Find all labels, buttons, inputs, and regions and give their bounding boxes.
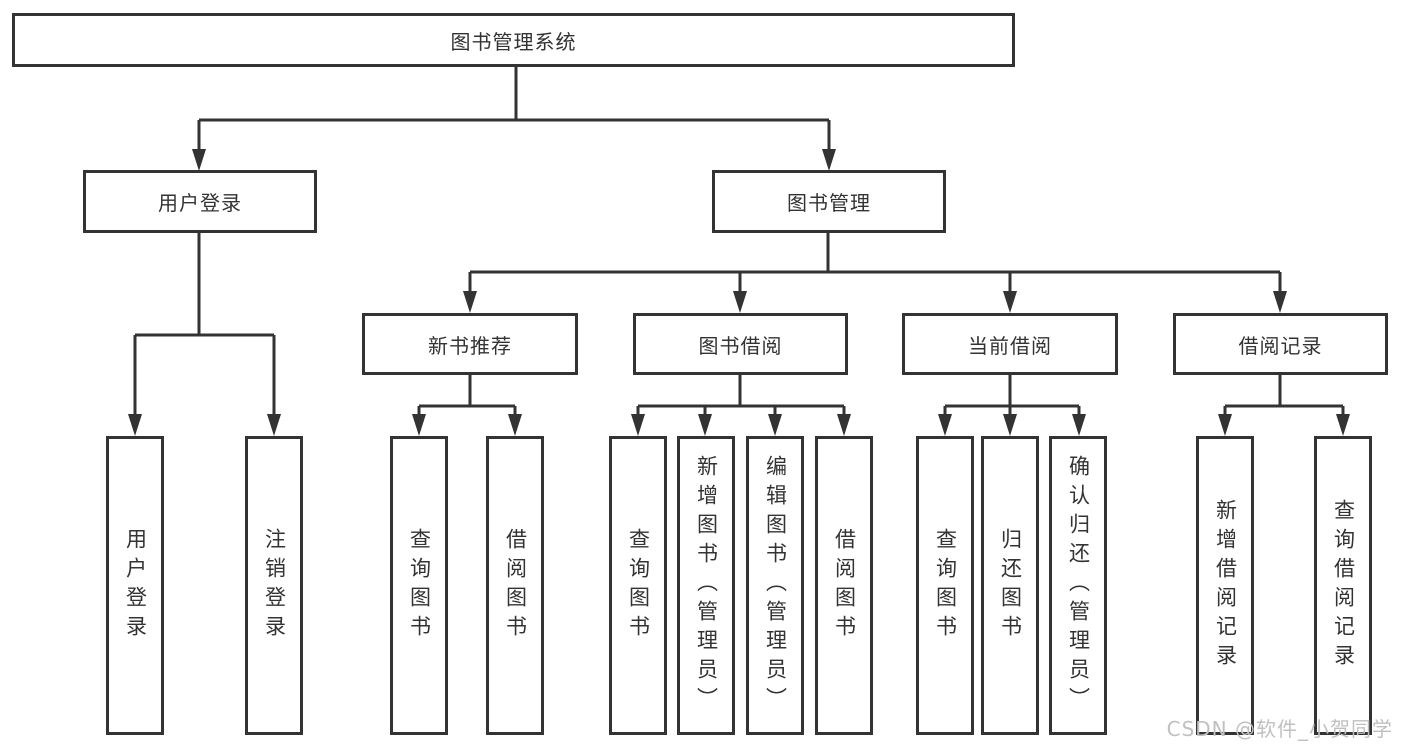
node-current-borrow-label: 当前借阅 [968, 333, 1052, 358]
node-book-management-label: 图书管理 [787, 191, 871, 215]
arrowhead-leaf-nb1 [412, 414, 426, 436]
arrowhead-leaf-bb3 [768, 414, 782, 436]
arrowhead-leaf-bb1 [631, 414, 645, 436]
node-user-login-label: 用户登录 [158, 191, 242, 215]
leaf-add-book-admin: 新增图书（管理员） [677, 436, 735, 735]
leaf-borrow-book-label: 借阅图书 [832, 527, 857, 644]
node-book-borrow: 图书借阅 [633, 313, 848, 375]
arrowhead-leaf-cb2 [1003, 414, 1017, 436]
leaf-logout-label: 注销登录 [262, 527, 287, 644]
leaf-user-login: 用户登录 [106, 436, 164, 735]
leaf-return-book: 归还图书 [981, 436, 1039, 735]
arrowhead-book-mgmt [822, 149, 836, 171]
leaf-return-book-label: 归还图书 [998, 527, 1023, 644]
node-book-borrow-label: 图书借阅 [698, 333, 783, 358]
leaf-query-book-borrow: 查询图书 [609, 436, 667, 735]
arrowhead-leaf-logout [267, 414, 281, 436]
arrowhead-leaf-login [128, 414, 142, 436]
arrowhead-leaf-cb3 [1072, 414, 1086, 436]
leaf-confirm-return-admin-label: 确认归还（管理员） [1066, 455, 1091, 716]
leaf-borrow-book: 借阅图书 [815, 436, 873, 735]
node-root-system: 图书管理系统 [12, 13, 1015, 67]
arrowhead-leaf-br1 [1218, 414, 1232, 436]
arrowhead-borrow [733, 291, 747, 313]
leaf-query-book-current: 查询图书 [916, 436, 974, 735]
leaf-query-book-current-label: 查询图书 [933, 527, 958, 644]
leaf-query-borrow-record: 查询借阅记录 [1314, 436, 1372, 735]
leaf-edit-book-admin-label: 编辑图书（管理员） [763, 455, 788, 716]
leaf-confirm-return-admin: 确认归还（管理员） [1049, 436, 1107, 735]
leaf-add-borrow-record: 新增借阅记录 [1196, 436, 1254, 735]
leaf-logout: 注销登录 [245, 436, 303, 735]
leaf-user-login-label: 用户登录 [123, 527, 148, 644]
arrowhead-current [1003, 291, 1017, 313]
arrowhead-new-book [463, 291, 477, 313]
node-current-borrow: 当前借阅 [902, 313, 1118, 375]
arrowhead-leaf-bb2 [698, 414, 712, 436]
node-book-management: 图书管理 [712, 170, 946, 233]
leaf-borrow-book-newrec-label: 借阅图书 [503, 527, 528, 644]
arrowheads [128, 149, 1350, 436]
node-root-label: 图书管理系统 [450, 29, 577, 54]
leaf-add-book-admin-label: 新增图书（管理员） [694, 455, 719, 716]
leaf-add-borrow-record-label: 新增借阅记录 [1213, 498, 1238, 673]
arrowhead-leaf-bb4 [837, 414, 851, 436]
leaf-query-book-newrec-label: 查询图书 [407, 527, 432, 644]
node-new-book-recommend: 新书推荐 [362, 313, 578, 375]
arrowhead-leaf-nb2 [508, 414, 522, 436]
leaf-borrow-book-newrec: 借阅图书 [486, 436, 544, 735]
node-borrow-records: 借阅记录 [1173, 313, 1388, 375]
arrowhead-leaf-br2 [1336, 414, 1350, 436]
leaf-query-book-borrow-label: 查询图书 [626, 527, 651, 644]
arrowhead-records [1273, 291, 1287, 313]
arrowhead-user-login [192, 149, 206, 171]
leaf-query-borrow-record-label: 查询借阅记录 [1331, 498, 1356, 673]
node-new-book-recommend-label: 新书推荐 [428, 333, 512, 358]
arrowhead-leaf-cb1 [938, 414, 952, 436]
leaf-query-book-newrec: 查询图书 [390, 436, 448, 735]
node-user-login: 用户登录 [83, 170, 317, 233]
leaf-edit-book-admin: 编辑图书（管理员） [746, 436, 804, 735]
node-borrow-records-label: 借阅记录 [1238, 333, 1323, 358]
